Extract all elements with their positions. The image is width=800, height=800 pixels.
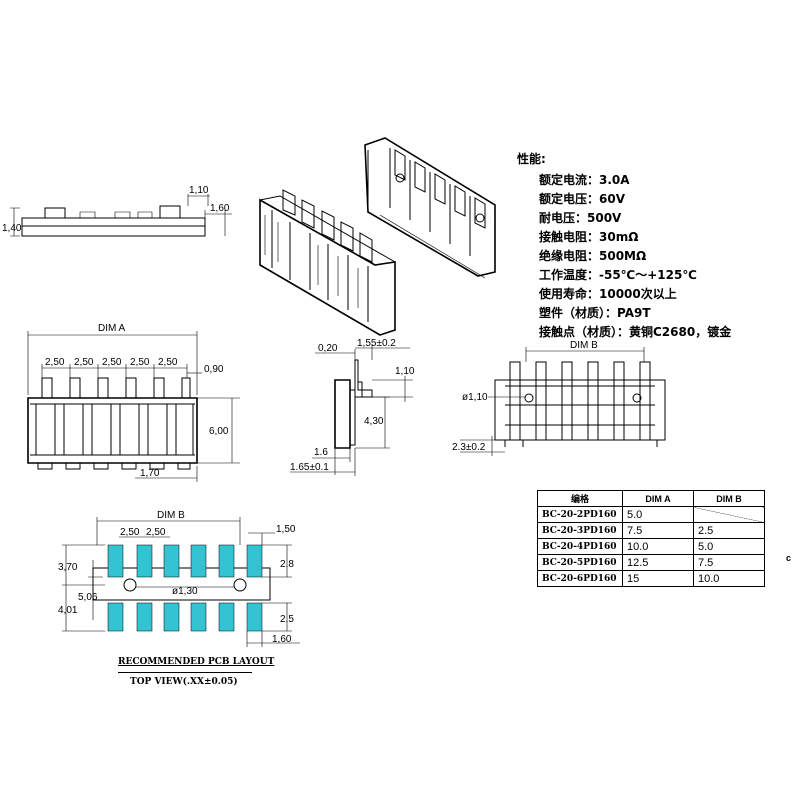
dim-side-height: 1,40 <box>2 223 22 234</box>
spec-rated-voltage: 额定电压：60V <box>539 192 625 206</box>
pcb-pad <box>246 544 263 578</box>
dim-side-w1: 1,10 <box>189 185 209 196</box>
table-row: BC-20-6PD160 15 10.0 <box>537 570 765 587</box>
table-header-row: 编格 DIM A DIM B <box>537 490 765 507</box>
dim-pitch-4: 2,50 <box>130 357 150 368</box>
spec-withstand-voltage: 耐电压：500V <box>539 211 622 225</box>
pcb-hole <box>233 578 247 592</box>
dim-body-height: 6,00 <box>209 426 229 437</box>
dim-pcb-padw2: 1,60 <box>272 634 292 645</box>
dim-sec-h2: 4,30 <box>364 416 384 427</box>
table-header-dim-b: DIM B <box>693 490 765 507</box>
pcb-pad <box>163 602 180 632</box>
table-cell-a: 10.0 <box>622 538 694 555</box>
dim-pcb-pitch: 2,50 <box>120 527 140 538</box>
table-cell-code: BC-20-2PD160 <box>537 506 623 523</box>
table-row: BC-20-5PD160 12.5 7.5 <box>537 554 765 571</box>
iso-view-back <box>364 137 496 279</box>
spec-life: 使用寿命：10000次以上 <box>539 287 677 301</box>
dim-pcb-padw: 1,50 <box>276 524 296 535</box>
section-view: 0,20 1,55±0.2 1,10 4,30 1.6 1.65±0.1 <box>290 338 415 476</box>
iso-view-front <box>259 189 396 336</box>
dim-bottom-width: 1,70 <box>140 468 160 479</box>
dim-hole-pos: 2.3±0.2 <box>452 442 486 453</box>
table-header-dim-a: DIM A <box>622 490 694 507</box>
dim-hole-dia: ø1,10 <box>462 392 488 403</box>
table-row: BC-20-4PD160 10.0 5.0 <box>537 538 765 555</box>
table-cell-b: 2.5 <box>693 522 765 539</box>
table-side-label: c <box>786 553 792 563</box>
spec-contact-resistance: 接触电阻：30mΩ <box>539 230 639 244</box>
spec-title: 性能: <box>517 152 546 166</box>
table-row: BC-20-2PD160 5.0 <box>537 506 765 523</box>
dim-pcb-pitch-2: 2,50 <box>146 527 166 538</box>
table-cell-a: 15 <box>622 570 694 587</box>
side-profile-view: 1,40 1,10 1,60 <box>2 185 232 237</box>
table-cell-code: BC-20-5PD160 <box>537 554 623 571</box>
pcb-layout: DIM B 2,50 2,50 1,50 ø1,30 3,70 4,01 5,0… <box>58 510 300 647</box>
dim-a-label: DIM A <box>98 323 126 334</box>
view-caption: TOP VIEW(.XX±0.05) <box>130 677 238 687</box>
dim-sec-b1: 1.6 <box>314 447 328 458</box>
dim-top-offset: 0,90 <box>204 364 224 375</box>
dim-pcb-upper: 3,70 <box>58 562 78 573</box>
table-row: BC-20-3PD160 7.5 2.5 <box>537 522 765 539</box>
table-cell-code: BC-20-6PD160 <box>537 570 623 587</box>
table-cell-b: 7.5 <box>693 554 765 571</box>
dim-pcb-hole: ø1,30 <box>172 586 198 597</box>
dim-pitch-1: 2,50 <box>45 357 65 368</box>
dim-pitch-3: 2,50 <box>102 357 122 368</box>
dim-side-w2: 1,60 <box>210 203 230 214</box>
pcb-pad <box>107 544 124 578</box>
pcb-pad <box>190 602 207 632</box>
dim-sec-w2: 1,55±0.2 <box>357 338 396 349</box>
table-cell-b: 10.0 <box>693 570 765 587</box>
pcb-pad <box>218 544 235 578</box>
pcb-pad <box>218 602 235 632</box>
dimension-table: 编格 DIM A DIM B BC-20-2PD160 5.0 BC-20-3P… <box>537 490 765 587</box>
spec-housing-material: 塑件（材质）：PA9T <box>539 306 651 320</box>
dim-sec-w1: 0,20 <box>318 343 338 354</box>
pcb-pad <box>136 602 153 632</box>
layout-caption: RECOMMENDED PCB LAYOUT <box>118 657 275 667</box>
pcb-pad <box>163 544 180 578</box>
dim-pcb-lower: 4,01 <box>58 605 78 616</box>
table-cell-b: 5.0 <box>693 538 765 555</box>
table-cell-b <box>693 506 765 523</box>
table-cell-a: 12.5 <box>622 554 694 571</box>
pcb-pad <box>136 544 153 578</box>
caption-rule <box>118 672 252 673</box>
dim-pcb-padh: 2.8 <box>280 559 294 570</box>
pcb-pad <box>190 544 207 578</box>
pcb-pad <box>107 602 124 632</box>
spec-list: 性能: 额定电流：3.0A 额定电压：60V 耐电压：500V 接触电阻：30m… <box>517 150 787 342</box>
table-cell-a: 5.0 <box>622 506 694 523</box>
front-view: DIM A 2,50 2,50 2,50 2,50 2,50 0,90 6,00… <box>27 323 240 482</box>
dim-b-label-top: DIM B <box>570 340 598 351</box>
dim-b-label-pcb: DIM B <box>157 510 185 521</box>
spec-contact-material: 接触点（材质）：黄铜C2680，镀金 <box>539 325 732 339</box>
spec-operating-temp: 工作温度：-55℃～+125℃ <box>539 268 697 282</box>
dim-pitch-5: 2,50 <box>158 357 178 368</box>
dim-sec-b2: 1.65±0.1 <box>290 462 329 473</box>
table-header-code: 编格 <box>537 490 623 507</box>
spec-rated-current: 额定电流：3.0A <box>539 173 630 187</box>
spec-insulation-resistance: 绝缘电阻：500MΩ <box>539 249 647 263</box>
table-cell-code: BC-20-3PD160 <box>537 522 623 539</box>
dim-pcb-center: 5,06 <box>78 592 98 603</box>
pcb-hole <box>123 578 137 592</box>
dim-sec-h1: 1,10 <box>395 366 415 377</box>
table-cell-a: 7.5 <box>622 522 694 539</box>
table-cell-code: BC-20-4PD160 <box>537 538 623 555</box>
dim-pitch-2: 2,50 <box>74 357 94 368</box>
dim-pcb-padh2: 2.5 <box>280 614 294 625</box>
pcb-pad <box>246 602 263 632</box>
top-view-dim-b: DIM B ø1,10 2.3±0.2 <box>452 340 666 456</box>
